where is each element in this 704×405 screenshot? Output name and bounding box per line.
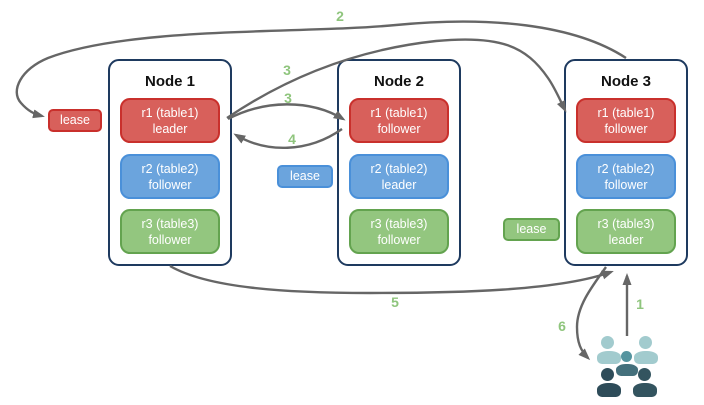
node-2-title: Node 2 <box>373 73 424 90</box>
replica-name: r2 (table2) <box>141 161 199 176</box>
node-3-replica-r2: r2 (table2) follower <box>576 154 676 199</box>
step-label-6: 6 <box>558 318 566 334</box>
users-icon <box>590 330 665 400</box>
lease-badge-table3: lease <box>503 218 560 241</box>
node-2-replica-r3: r3 (table3) follower <box>349 209 449 254</box>
step-label-3b: 3 <box>284 90 292 106</box>
replica-name: r1 (table1) <box>597 105 655 120</box>
replica-role: leader <box>381 177 417 192</box>
node-1-replica-r3: r3 (table3) follower <box>120 209 220 254</box>
replica-role: leader <box>152 121 188 136</box>
node-1: Node 1 r1 (table1) leader r2 (table2) fo… <box>108 59 232 266</box>
step-label-5: 5 <box>391 294 399 310</box>
step-label-4: 4 <box>288 131 296 147</box>
node-3-replica-r3: r3 (table3) leader <box>576 209 676 254</box>
arrow-step-5-node1-to-node3 <box>169 264 614 295</box>
node-2: Node 2 r1 (table1) follower r2 (table2) … <box>337 59 461 266</box>
lease-badge-table1: lease <box>48 109 102 132</box>
lease-badge-table2: lease <box>277 165 333 188</box>
node-1-replica-r2: r2 (table2) follower <box>120 154 220 199</box>
replica-name: r1 (table1) <box>141 105 199 120</box>
replica-name: r3 (table3) <box>597 216 655 231</box>
replica-role: follower <box>377 232 421 247</box>
replica-role: leader <box>608 232 644 247</box>
replica-name: r3 (table3) <box>141 216 199 231</box>
replica-role: follower <box>148 232 192 247</box>
replica-name: r2 (table2) <box>597 161 655 176</box>
node-3-replica-r1: r1 (table1) follower <box>576 98 676 143</box>
node-2-replica-r1: r1 (table1) follower <box>349 98 449 143</box>
replica-role: follower <box>604 177 648 192</box>
replica-role: follower <box>148 177 192 192</box>
replica-name: r1 (table1) <box>370 105 428 120</box>
replica-name: r2 (table2) <box>370 161 428 176</box>
step-label-1: 1 <box>636 296 644 312</box>
node-3-title: Node 3 <box>600 73 651 90</box>
replica-role: follower <box>604 121 648 136</box>
arrow-step-3-leader-to-node2 <box>227 103 346 121</box>
node-2-replica-r2: r2 (table2) leader <box>349 154 449 199</box>
step-label-3a: 3 <box>283 62 291 78</box>
replica-name: r3 (table3) <box>370 216 428 231</box>
step-label-2: 2 <box>336 8 344 24</box>
node-3: Node 3 r1 (table1) follower r2 (table2) … <box>564 59 688 266</box>
replica-role: follower <box>377 121 421 136</box>
node-1-title: Node 1 <box>144 73 195 90</box>
node-1-replica-r1: r1 (table1) leader <box>120 98 220 143</box>
